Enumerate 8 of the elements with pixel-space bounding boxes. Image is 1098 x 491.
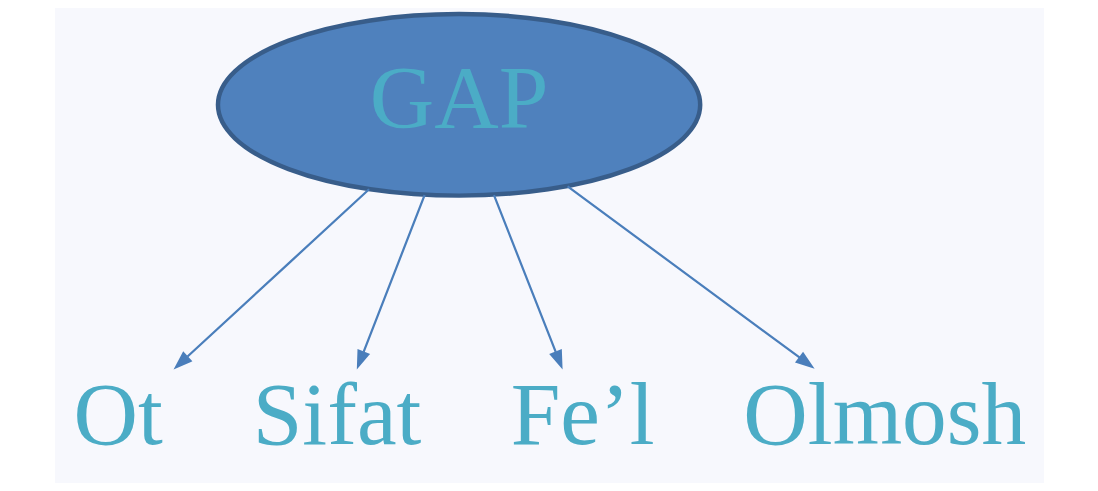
arrow	[492, 194, 563, 370]
arrow	[356, 194, 426, 370]
node-text: Sifat	[252, 364, 421, 464]
node-text: Ot	[73, 364, 163, 464]
arrow	[566, 185, 815, 369]
node-text: Fe’l	[510, 364, 655, 464]
node-text: Olmosh	[742, 364, 1026, 464]
arrow	[173, 188, 370, 370]
